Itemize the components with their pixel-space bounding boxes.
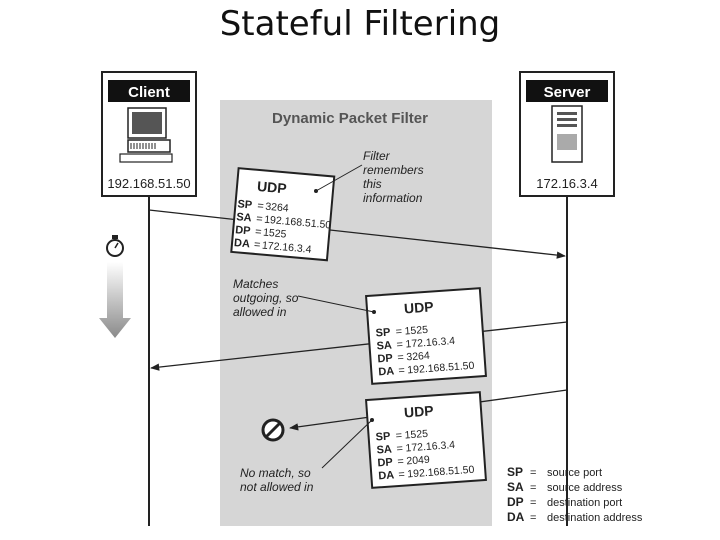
packet-field-eq: = xyxy=(255,226,262,239)
legend-desc: source port xyxy=(547,467,602,479)
packet-field-key: DA xyxy=(378,469,395,482)
computer-icon xyxy=(119,107,173,163)
packet-field-eq: = xyxy=(397,456,404,468)
packet-field-key: SP xyxy=(375,430,390,443)
packet-card-outgoing: UDPSP=3264SA=192.168.51.50DP=1525DA=172.… xyxy=(230,167,336,262)
note-line: No match, so xyxy=(240,466,311,480)
packet-field-eq: = xyxy=(253,239,260,252)
incoming-reply-arrow xyxy=(150,321,568,371)
note-line: remembers xyxy=(363,163,424,177)
legend-key: DP xyxy=(507,495,524,509)
packet-field-value: 192.168.51.50 xyxy=(264,214,332,232)
client-ip: 192.168.51.50 xyxy=(107,176,190,191)
packet-protocol: UDP xyxy=(403,298,434,316)
filter-title: Dynamic Packet Filter xyxy=(272,110,428,127)
note-line: Matches xyxy=(233,277,278,291)
packet-field-value: 1525 xyxy=(404,428,428,442)
note-line: this xyxy=(363,177,382,191)
packet-protocol: UDP xyxy=(403,402,434,420)
packet-card-blocked: UDPSP=1525SA=172.16.3.4DP=2049DA=192.168… xyxy=(365,391,487,489)
legend-key: DA xyxy=(507,510,525,524)
packet-field-value: 172.16.3.4 xyxy=(405,335,456,350)
packet-field-value: 192.168.51.50 xyxy=(407,464,475,481)
packet-field-eq: = xyxy=(396,443,403,455)
packet-field-eq: = xyxy=(396,339,403,351)
packet-field-key: SA xyxy=(236,211,252,224)
prohibited-icon xyxy=(261,418,285,442)
packet-card-reply: UDPSP=1525SA=172.16.3.4DP=3264DA=192.168… xyxy=(365,287,487,385)
packet-field-key: SP xyxy=(237,198,253,211)
packet-field-key: DP xyxy=(377,456,393,469)
packet-field-eq: = xyxy=(257,200,264,213)
packet-field-key: DP xyxy=(377,352,393,365)
packet-field-value: 3264 xyxy=(406,350,430,364)
legend-desc: destination port xyxy=(547,497,622,509)
note-line: allowed in xyxy=(233,305,287,319)
legend-desc: source address xyxy=(547,482,623,494)
packet-field-key: DA xyxy=(234,237,251,250)
packet-field-eq: = xyxy=(398,469,405,481)
slide-title: Stateful Filtering xyxy=(219,4,501,44)
packet-field-value: 1525 xyxy=(263,227,287,241)
packet-field-value: 172.16.3.4 xyxy=(405,439,456,454)
packet-field-value: 2049 xyxy=(406,454,430,468)
packet-field-value: 192.168.51.50 xyxy=(407,360,475,377)
packet-field-key: DA xyxy=(378,365,395,378)
stopwatch-icon xyxy=(106,235,124,257)
packet-field-value: 3264 xyxy=(265,201,289,215)
packet-field-key: DP xyxy=(235,224,251,237)
packet-field-eq: = xyxy=(395,326,402,338)
packet-field-eq: = xyxy=(398,365,405,377)
packet-field-key: SP xyxy=(375,326,390,339)
legend-eq: = xyxy=(530,497,536,509)
legend-desc: destination address xyxy=(547,512,643,524)
legend-eq: = xyxy=(530,512,536,524)
server-node: Server 172.16.3.4 xyxy=(519,71,615,197)
server-ip: 172.16.3.4 xyxy=(536,176,597,191)
server-label-bar xyxy=(526,80,608,102)
packet-field-key: SA xyxy=(376,339,392,352)
packet-protocol: UDP xyxy=(256,178,287,197)
client-node: Client 192.168.51.50 xyxy=(101,71,197,197)
packet-field-eq: = xyxy=(397,352,404,364)
packet-field-eq: = xyxy=(256,213,263,226)
legend-key: SP xyxy=(507,465,523,479)
server-icon xyxy=(551,105,583,163)
server-label: Server xyxy=(544,84,591,101)
client-label: Client xyxy=(128,84,170,101)
legend-eq: = xyxy=(530,482,536,494)
outgoing-packet-arrow xyxy=(148,209,566,259)
time-arrow xyxy=(99,262,131,338)
note-line: Filter xyxy=(363,149,391,163)
note-line: not allowed in xyxy=(240,480,314,494)
legend-eq: = xyxy=(530,467,536,479)
note-line: information xyxy=(363,191,423,205)
note-line: outgoing, so xyxy=(233,291,299,305)
packet-field-key: SA xyxy=(376,443,392,456)
legend-key: SA xyxy=(507,480,524,494)
packet-field-value: 172.16.3.4 xyxy=(261,240,312,256)
packet-field-eq: = xyxy=(395,430,402,442)
client-label-bar xyxy=(108,80,190,102)
packet-field-value: 1525 xyxy=(404,324,428,338)
